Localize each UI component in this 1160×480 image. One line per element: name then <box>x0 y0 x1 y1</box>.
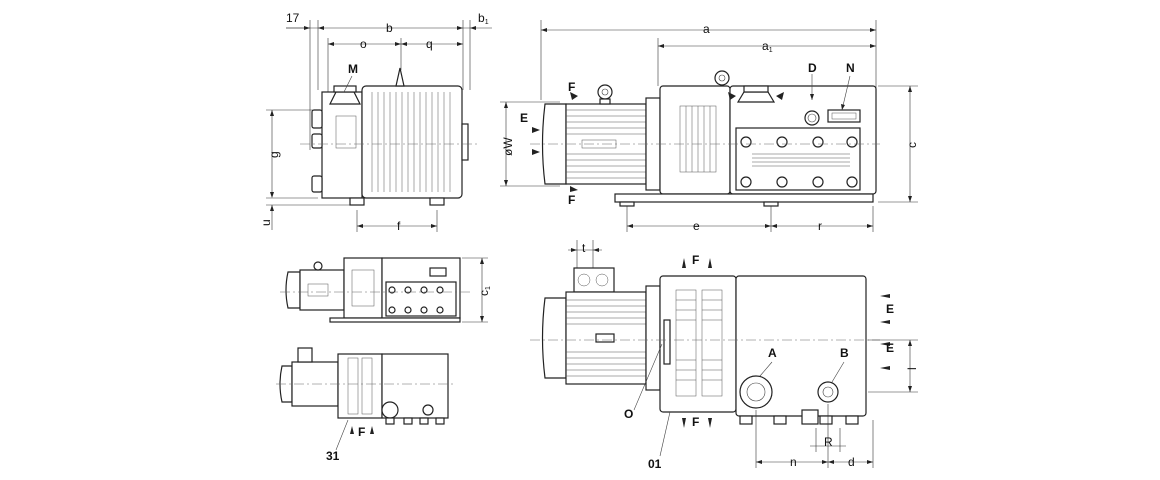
mid-fins <box>685 106 711 172</box>
dim-u: u <box>259 219 273 226</box>
label-N: N <box>846 61 855 75</box>
ribs <box>752 153 850 167</box>
dim-q: q <box>426 37 433 51</box>
label-31: 31 <box>326 449 340 463</box>
dim-n: n <box>790 455 797 469</box>
dim-b: b <box>386 21 393 35</box>
fins-end <box>371 92 451 192</box>
label-E-lower: E <box>886 341 894 355</box>
dim-t: t <box>582 241 586 255</box>
end-view: 17 b b1 o q g u <box>259 11 492 233</box>
compact-side-view: c1 <box>280 257 492 323</box>
motor-fins <box>566 109 646 179</box>
dim-l: l <box>905 367 919 370</box>
dim-e: e <box>693 219 700 233</box>
dim-a: a <box>703 22 710 36</box>
compact-top-view: F 31 <box>276 347 456 463</box>
label-O: O <box>624 407 633 421</box>
side-view: a a1 øW c <box>500 20 919 233</box>
label-F-top-view-bottom: F <box>692 415 699 429</box>
label-E-side: E <box>520 111 528 125</box>
bolt-row-bottom <box>740 176 858 188</box>
label-F-top-view-top: F <box>692 253 699 267</box>
bolt-row-top <box>740 136 858 148</box>
top-fins <box>676 299 722 381</box>
label-M: M <box>348 62 358 76</box>
top-view: t <box>530 240 919 471</box>
dim-ow: øW <box>501 137 515 156</box>
dim-o: o <box>360 37 367 51</box>
label-E-upper: E <box>886 302 894 316</box>
label-F-compact: F <box>358 425 365 439</box>
dim-r: r <box>818 219 822 233</box>
label-D: D <box>808 61 817 75</box>
label-F-top: F <box>568 80 575 94</box>
dim-f: f <box>397 219 401 233</box>
dim-g: g <box>267 151 281 158</box>
top-motor-fins <box>566 299 646 377</box>
dim-d: d <box>848 455 855 469</box>
label-F-bottom: F <box>568 193 575 207</box>
dim-17: 17 <box>286 11 300 25</box>
dim-b1: b1 <box>478 11 489 26</box>
label-A: A <box>768 346 777 360</box>
label-B: B <box>840 346 849 360</box>
dim-c: c <box>905 142 919 148</box>
dim-a1: a1 <box>762 39 773 54</box>
label-01: 01 <box>648 457 662 471</box>
dim-R: R <box>824 435 833 449</box>
dim-c1: c1 <box>477 286 492 296</box>
